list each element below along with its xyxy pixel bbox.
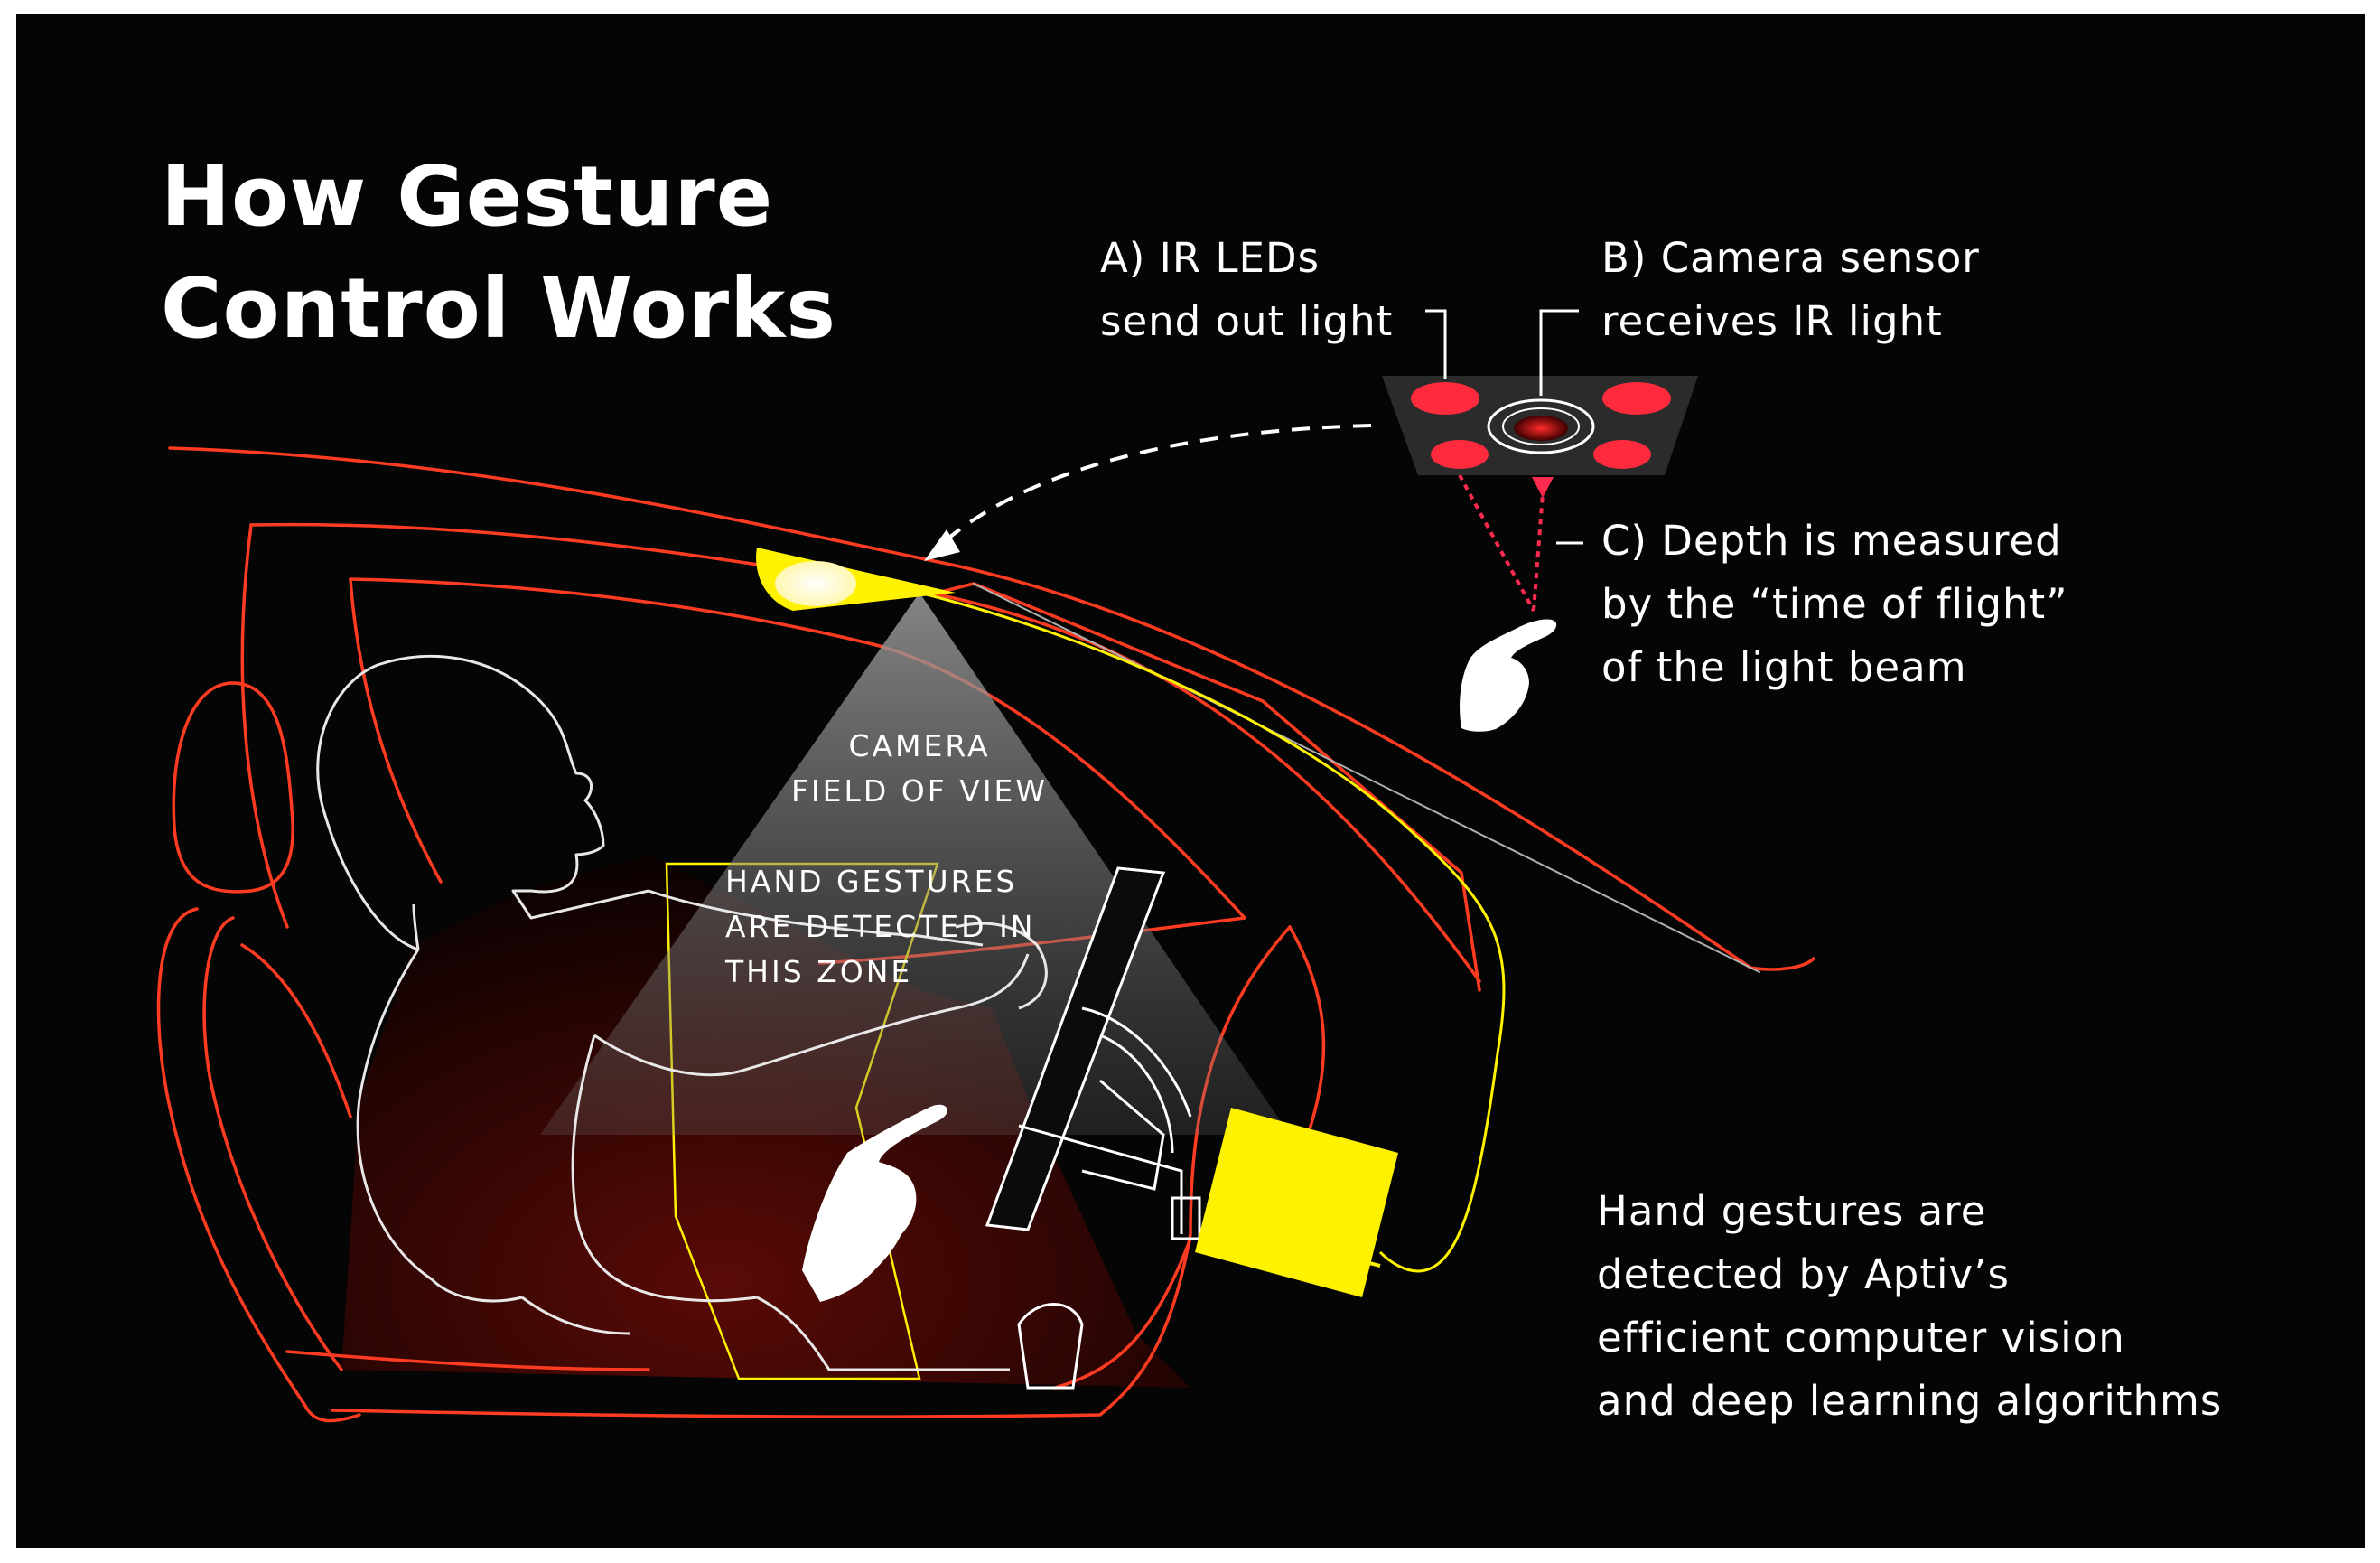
infographic-panel: How Gesture Control Works A) IR LEDs sen… bbox=[16, 14, 2365, 1548]
dashed-arrow bbox=[924, 424, 1372, 561]
footnote-line-3: efficient computer vision bbox=[1597, 1314, 2125, 1362]
footnote-text: Hand gestures are detected by Aptiv’s ef… bbox=[1597, 1180, 2222, 1433]
leader-lines bbox=[1425, 309, 1583, 545]
gesture-zone-line-3: THIS ZONE bbox=[725, 954, 913, 989]
field-of-view-line-1: CAMERA bbox=[848, 728, 991, 763]
footnote-line-2: detected by Aptiv’s bbox=[1597, 1250, 2010, 1298]
ir-led-right-bottom bbox=[1593, 440, 1651, 469]
steering-wheel bbox=[985, 866, 1201, 1390]
footnote-line-4: and deep learning algorithms bbox=[1597, 1377, 2223, 1425]
processing-unit bbox=[1195, 1108, 1398, 1297]
callout-depth: C) Depth is measured by the “time of fli… bbox=[1601, 510, 2068, 699]
ir-led-left-top bbox=[1411, 382, 1479, 415]
callout-ir-leds: A) IR LEDs send out light bbox=[1100, 227, 1393, 353]
driver-outline bbox=[316, 654, 1048, 1371]
gesture-zone-line-1: HAND GESTURES bbox=[725, 864, 1018, 899]
callout-camera-sensor: B) Camera sensor receives IR light bbox=[1601, 227, 1980, 353]
field-of-view-label: CAMERA FIELD OF VIEW bbox=[784, 724, 1055, 814]
overhead-camera-unit bbox=[756, 548, 956, 611]
sensor-module-icon bbox=[1382, 376, 1698, 475]
callout-camera-sensor-line-2: receives IR light bbox=[1601, 297, 1943, 345]
page-title: How Gesture Control Works bbox=[161, 141, 836, 365]
callout-depth-line-3: of the light beam bbox=[1601, 643, 1967, 691]
footnote-line-1: Hand gestures are bbox=[1597, 1187, 1987, 1235]
pointing-hand-icon bbox=[1460, 619, 1557, 732]
ir-led-right-top bbox=[1602, 382, 1671, 415]
car-interior-illustration bbox=[156, 309, 1815, 1423]
gesture-zone-label: HAND GESTURES ARE DETECTED IN THIS ZONE bbox=[725, 859, 1035, 995]
callout-depth-line-2: by the “time of flight” bbox=[1601, 580, 2068, 628]
title-line-1: How Gesture bbox=[161, 148, 774, 245]
title-line-2: Control Works bbox=[161, 260, 837, 357]
callout-ir-leds-line-1: A) IR LEDs bbox=[1100, 234, 1321, 282]
gesture-hand bbox=[802, 1104, 947, 1302]
callout-depth-line-1: C) Depth is measured bbox=[1601, 517, 2062, 565]
gesture-zone-line-2: ARE DETECTED IN bbox=[725, 909, 1036, 944]
callout-camera-sensor-line-1: B) Camera sensor bbox=[1601, 234, 1980, 282]
camera-lens bbox=[1514, 416, 1568, 441]
field-of-view-line-2: FIELD OF VIEW bbox=[790, 773, 1049, 809]
ir-led-left-bottom bbox=[1431, 440, 1489, 469]
callout-ir-leds-line-2: send out light bbox=[1100, 297, 1394, 345]
time-of-flight-beams bbox=[1458, 474, 1554, 612]
